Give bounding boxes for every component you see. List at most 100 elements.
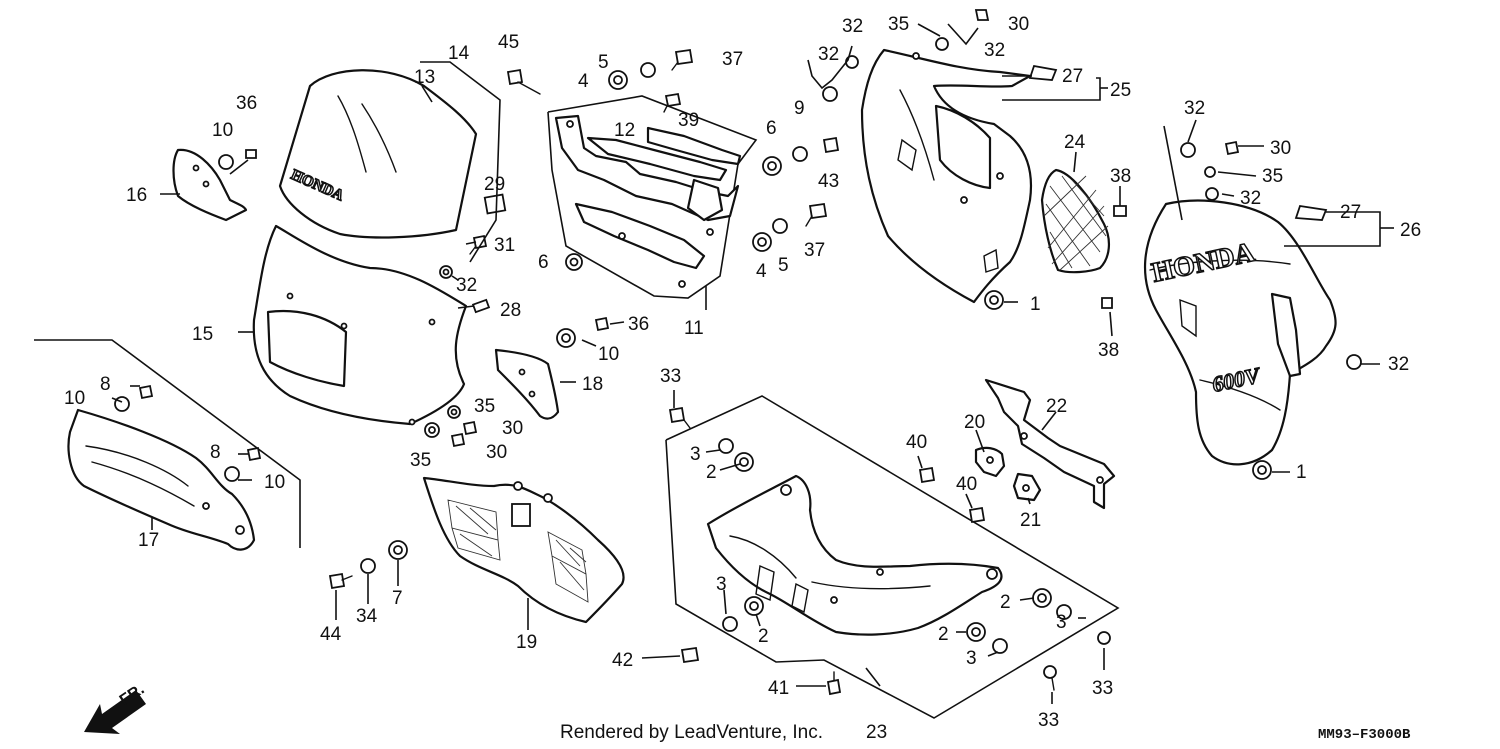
callout-3: 3 [716, 574, 727, 595]
diagram-code: MM93–F3000B [1318, 727, 1411, 743]
small-plate-18 [494, 348, 560, 420]
callout-32: 32 [818, 44, 839, 65]
callout-15: 15 [192, 324, 213, 345]
callout-5: 5 [598, 52, 609, 73]
callout-32: 32 [1240, 188, 1261, 209]
callout-12: 12 [614, 120, 635, 141]
callout-2: 2 [938, 624, 949, 645]
callout-14: 14 [448, 43, 470, 64]
callout-38: 38 [1098, 340, 1119, 361]
callout-35: 35 [474, 396, 495, 417]
callout-6: 6 [766, 118, 777, 139]
hardware [114, 9, 1362, 696]
callout-41: 41 [768, 678, 789, 699]
callout-21: 21 [1020, 510, 1041, 531]
callout-27: 27 [1062, 66, 1083, 87]
callout-5: 5 [778, 255, 789, 276]
side-panel-17 [67, 408, 256, 551]
windscreen: HONDA [278, 69, 478, 239]
callout-32: 32 [1184, 98, 1205, 119]
callout-27: 27 [1340, 202, 1361, 223]
bracket-assembly-11 [547, 95, 758, 299]
callout-36: 36 [236, 93, 257, 114]
callout-32: 32 [842, 16, 863, 37]
callout-37: 37 [722, 49, 743, 70]
callout-43: 43 [818, 171, 839, 192]
callout-7: 7 [392, 588, 403, 609]
callout-13: 13 [414, 67, 435, 88]
callout-8: 8 [100, 374, 111, 395]
upper-cowl [252, 224, 468, 426]
callout-37: 37 [804, 240, 825, 261]
callout-33: 33 [1092, 678, 1113, 699]
callout-23: 23 [866, 722, 887, 743]
callout-2: 2 [706, 462, 717, 483]
callout-40: 40 [906, 432, 927, 453]
callout-30: 30 [1008, 14, 1029, 35]
callout-10: 10 [64, 388, 85, 409]
stay-22 [984, 378, 1116, 510]
callout-numbers: 14 13 45 5 37 4 36 10 39 12 16 29 31 32 … [64, 14, 1421, 743]
callout-40: 40 [956, 474, 977, 495]
callout-18: 18 [582, 374, 603, 395]
callout-3: 3 [1056, 612, 1067, 633]
callout-34: 34 [356, 606, 378, 627]
callout-44: 44 [320, 624, 342, 645]
callout-33: 33 [1038, 710, 1059, 731]
callout-38: 38 [1110, 166, 1131, 187]
callout-1: 1 [1030, 294, 1041, 315]
callout-31: 31 [494, 235, 515, 256]
callout-10: 10 [264, 472, 285, 493]
callout-19: 19 [516, 632, 537, 653]
callout-25: 25 [1110, 80, 1131, 101]
cowl-leader-line [1163, 125, 1183, 221]
callout-33: 33 [660, 366, 681, 387]
render-credit: Rendered by LeadVenture, Inc. [560, 722, 823, 743]
bracket-21 [1012, 472, 1042, 502]
callout-42: 42 [612, 650, 633, 671]
callout-11: 11 [684, 318, 704, 339]
callout-4: 4 [578, 71, 589, 92]
under-cowl-23 [665, 395, 1120, 719]
callout-30: 30 [486, 442, 507, 463]
leader-lines [111, 23, 1394, 704]
callout-16: 16 [126, 185, 147, 206]
callout-1: 1 [1296, 462, 1307, 483]
callout-36: 36 [628, 314, 649, 335]
callout-3: 3 [690, 444, 701, 465]
callout-29: 29 [484, 174, 505, 195]
callout-2: 2 [758, 626, 769, 647]
callout-4: 4 [756, 261, 767, 282]
callout-6: 6 [538, 252, 549, 273]
callout-17: 17 [138, 530, 159, 551]
callout-35: 35 [1262, 166, 1283, 187]
callout-32: 32 [1388, 354, 1409, 375]
callout-10: 10 [598, 344, 619, 365]
callout-20: 20 [964, 412, 985, 433]
side-cowl-26: HONDA 600V [1143, 199, 1337, 466]
callout-45: 45 [498, 32, 519, 53]
callout-32: 32 [456, 275, 477, 296]
callout-35: 35 [410, 450, 431, 471]
callout-24: 24 [1064, 132, 1086, 153]
callout-39: 39 [678, 110, 699, 131]
callout-10: 10 [212, 120, 233, 141]
front-direction-arrow: FR. [84, 681, 148, 734]
callout-9: 9 [794, 98, 805, 119]
callout-30: 30 [502, 418, 523, 439]
callout-8: 8 [210, 442, 221, 463]
bracket-20 [974, 446, 1006, 478]
left-bracket-16 [172, 148, 248, 222]
callout-22: 22 [1046, 396, 1067, 417]
callout-3: 3 [966, 648, 977, 669]
belly-pan-19 [422, 476, 625, 624]
inner-panel-25 [860, 48, 1033, 304]
callout-2: 2 [1000, 592, 1011, 613]
callout-30: 30 [1270, 138, 1291, 159]
callout-35: 35 [888, 14, 909, 35]
side-panel-divider [34, 339, 301, 548]
callout-28: 28 [500, 300, 521, 321]
callout-26: 26 [1400, 220, 1421, 241]
callout-32: 32 [984, 40, 1005, 61]
